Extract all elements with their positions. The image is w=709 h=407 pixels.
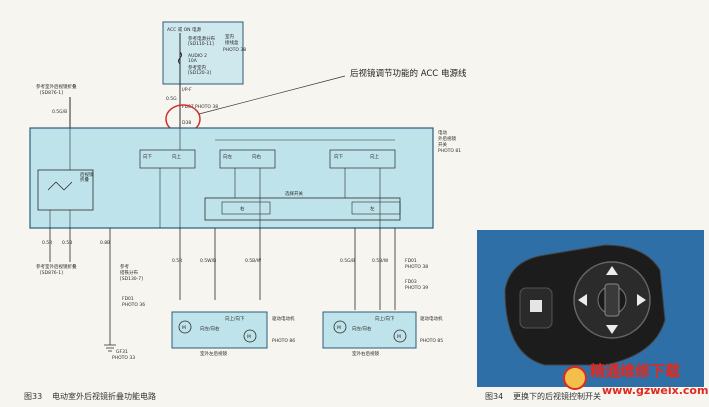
motor-icon	[393, 329, 407, 343]
ref-fold-bottom-code: [SD876-1]	[40, 270, 63, 276]
selector-right: 右	[240, 205, 245, 212]
fold-label-1: 折叠	[80, 176, 89, 183]
wire-label-05bw-r: 0.5B/W	[372, 258, 389, 264]
arrow-up-icon	[606, 266, 618, 275]
lr-selector-knob	[604, 283, 620, 317]
wire-label-05gb-r: 0.5G/B	[340, 258, 355, 264]
connector-fd01-l-photo: PHOTO 36	[122, 302, 145, 308]
switch-photo: 图34 更换下的后视镜控制开关	[477, 230, 704, 401]
module-label-3: PHOTO 81	[438, 148, 461, 154]
wire-label-05wb: 0.5W/B	[200, 258, 216, 264]
svg-text:M: M	[337, 325, 341, 331]
selector-left: 左	[370, 205, 375, 212]
connector-fd01-r: FD01	[405, 258, 417, 264]
right-mirror-motor: M M 向左/向右 向上/向下 驱动电动机 室外右后视镜 PHOTO 85	[322, 311, 443, 357]
fuse-label-3: [SD120-3]	[188, 70, 211, 76]
motor-icon	[243, 329, 257, 343]
left-motor-name: 室外左后视镜	[200, 350, 227, 357]
svg-text:M: M	[247, 334, 251, 340]
annotation-text: 后视镜调节功能的 ACC 电源线	[350, 68, 467, 79]
caption-left-number: 图33	[24, 392, 42, 401]
right-motor-lr: 向左/向右	[352, 325, 372, 332]
connector-fd07-photo: PHOTO 38	[195, 104, 218, 110]
svg-text:M: M	[397, 334, 401, 340]
ref-ground: 参考	[120, 263, 129, 270]
fuse-label-1: [SD110-11]	[188, 41, 214, 47]
watermark-url: www.gzweix.com	[602, 384, 708, 397]
wire-label-05g: 0.5G	[166, 96, 177, 102]
right-motor-desc: 驱动电动机	[420, 315, 443, 322]
switch-label-down-l: 向下	[143, 153, 152, 160]
wire-label-05gb: 0.5G/B	[52, 109, 67, 115]
ref-ground-desc: 搭铁分布	[120, 269, 138, 276]
fuse-label-0: 参考电源分布	[188, 35, 215, 42]
connector-fd03-photo: PHOTO 39	[405, 285, 428, 291]
left-mirror-motor: M M 向左/向右 向上/向下 驱动电动机 室外左后视镜 PHOTO 86	[171, 311, 295, 357]
fuse-box: ACC 或 ON 电源 室内 接线盒 PHOTO 38 参考电源分布 [SD11…	[162, 21, 246, 85]
ground-gf31: GF31	[116, 349, 128, 355]
fuse-box-line1: 室内	[225, 33, 234, 40]
fuse-box-line2: 接线盒	[225, 39, 239, 46]
svg-text:M: M	[182, 325, 186, 331]
arrow-right-icon	[637, 294, 646, 306]
connector-fd03: FD03	[405, 279, 417, 285]
watermark-brand: 精通维修下载	[590, 362, 680, 380]
connector-fd01-l: FD01	[122, 296, 134, 302]
left-motor-lr: 向左/向右	[200, 325, 220, 332]
ground-icon	[104, 344, 116, 352]
arrow-left-icon	[578, 294, 587, 306]
caption-right-text: 更换下的后视镜控制开关	[513, 391, 601, 401]
selector-label: 选择开关	[285, 190, 303, 197]
wire-label-05r-m: 0.5R	[172, 258, 182, 264]
circuit-diagram: ACC 或 ON 电源 室内 接线盒 PHOTO 38 参考电源分布 [SD11…	[24, 21, 467, 401]
right-motor-name: 室外右后视镜	[352, 350, 379, 357]
switch-label-down-r: 向下	[334, 153, 343, 160]
wire-label-08b: 0.8B	[100, 240, 110, 246]
fuse-box-title: ACC 或 ON 电源	[167, 26, 201, 33]
motor-icon	[333, 320, 347, 334]
fuse-icon	[178, 51, 182, 65]
wire-label-05r-l: 0.5R	[42, 240, 52, 246]
left-motor-ud: 向上/向下	[225, 315, 245, 322]
switch-label-up-r: 向上	[370, 153, 379, 160]
fuse-box-photo: PHOTO 38	[223, 47, 246, 53]
wire-label-05b-l: 0.5B	[62, 240, 72, 246]
switch-label-left: 向左	[223, 153, 232, 160]
fuse-rating: 10A	[188, 58, 198, 64]
switch-label-right: 向右	[252, 153, 261, 160]
ref-ground-code: [SD130-7]	[120, 276, 143, 282]
connector-fd07: FD07	[182, 104, 194, 110]
ground-gf31-photo: PHOTO 33	[112, 355, 135, 361]
ref-fold-top-code: [SD876-1]	[40, 90, 63, 96]
module-label-1: 外后视镜	[438, 135, 456, 142]
mirror-switch-module: 电动 外后视镜 开关 PHOTO 81 后视镜 折叠 向下 向上 向左 向右 向…	[29, 127, 461, 229]
caption-right-number: 图34	[485, 392, 503, 401]
fuse-label-2: 参考室内	[188, 64, 206, 71]
motor-icon	[178, 320, 192, 334]
arrow-down-icon	[606, 325, 618, 334]
watermark: 精通维修下载 www.gzweix.com	[563, 362, 708, 397]
wire-label-ipf: I/P-F	[182, 87, 192, 93]
fold-switch-icon	[47, 181, 73, 191]
module-label-0: 电动	[438, 129, 447, 136]
right-motor-photo: PHOTO 85	[420, 338, 443, 344]
wire-label-05bw-m: 0.5B/W	[245, 258, 262, 264]
ref-fold-bottom: 参考室外后视镜折叠	[36, 263, 77, 270]
fold-button-icon	[530, 300, 542, 312]
left-motor-photo: PHOTO 86	[272, 338, 295, 344]
right-motor-ud: 向上/向下	[375, 315, 395, 322]
fuse-name: AUDIO 2	[188, 53, 207, 59]
watermark-logo-icon	[563, 366, 587, 390]
left-motor-desc: 驱动电动机	[272, 315, 295, 322]
ref-fold-top: 参考室外后视镜折叠	[36, 83, 77, 90]
module-label-2: 开关	[438, 141, 447, 148]
caption-left-text: 电动室外后视镜折叠功能电路	[52, 391, 156, 401]
fold-label-0: 后视镜	[80, 171, 94, 178]
switch-label-up-l: 向上	[172, 153, 181, 160]
connector-fd01-r-photo: PHOTO 38	[405, 264, 428, 270]
connector-d38: D38	[182, 120, 191, 126]
